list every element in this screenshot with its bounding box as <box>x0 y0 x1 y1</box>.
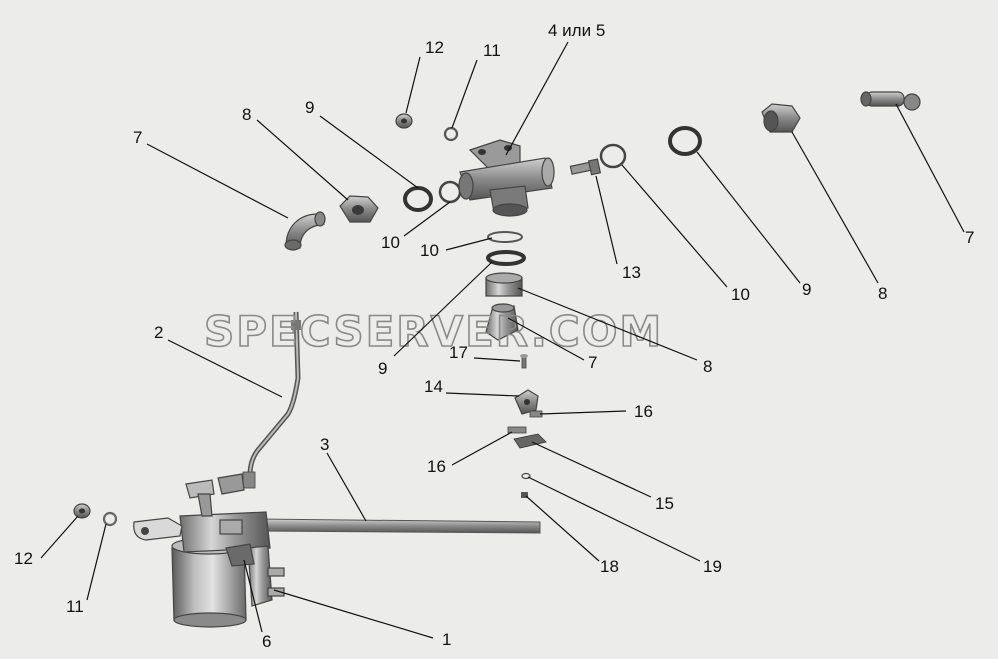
washer-11-bottom <box>102 511 118 527</box>
label-11-top: 11 <box>483 41 501 60</box>
o-ring-10-center <box>487 231 523 243</box>
elbow-fitting-7-left <box>284 211 326 251</box>
hex-nut-8-left <box>339 195 379 223</box>
nut-12-top <box>395 113 413 129</box>
label-12-bottom: 12 <box>14 549 33 568</box>
washer-11-top <box>443 126 459 142</box>
o-ring-9-left <box>403 186 433 212</box>
label-3: 3 <box>320 435 329 454</box>
valve-body-4-or-5 <box>458 139 555 217</box>
label-12-top: 12 <box>425 38 444 57</box>
watermark: SPECSERVER.COM <box>204 307 663 356</box>
o-ring-10-left <box>438 180 462 204</box>
valve-assembly-1 <box>133 473 285 628</box>
label-16-right: 16 <box>634 402 653 421</box>
label-8-center: 8 <box>703 357 712 376</box>
fitting-7-center <box>485 303 519 341</box>
label-10-left: 10 <box>381 233 400 252</box>
label-2: 2 <box>154 323 163 342</box>
label-15: 15 <box>655 494 674 513</box>
label-7-left: 7 <box>133 128 142 147</box>
rod-2 <box>242 311 301 489</box>
label-4-or-5: 4 или 5 <box>548 21 605 40</box>
label-14: 14 <box>424 377 443 396</box>
hex-nut-8-right <box>761 103 801 133</box>
label-9-left: 9 <box>305 98 314 117</box>
plate-15 <box>513 433 547 449</box>
nut-18 <box>521 492 528 498</box>
label-8-left: 8 <box>242 105 251 124</box>
label-8-right: 8 <box>878 284 887 303</box>
label-9-center: 9 <box>378 359 387 378</box>
bolt-16-lower <box>507 426 527 434</box>
elbow-fitting-7-right <box>860 91 921 111</box>
nut-8-center <box>485 272 523 297</box>
callout-labels: 12 11 4 или 5 9 8 7 10 10 13 10 9 8 7 2 … <box>14 21 974 651</box>
label-19: 19 <box>703 557 722 576</box>
nut-12-bottom <box>73 503 91 519</box>
label-11-bottom: 11 <box>66 597 84 616</box>
pin-17 <box>520 354 528 369</box>
label-13: 13 <box>622 263 641 282</box>
label-7-right: 7 <box>965 228 974 247</box>
label-16-left: 16 <box>427 457 446 476</box>
label-10-right: 10 <box>731 285 750 304</box>
o-ring-9-right <box>668 126 702 156</box>
label-9-right: 9 <box>802 280 811 299</box>
o-ring-10-right <box>599 143 627 169</box>
washer-19 <box>521 472 531 480</box>
label-1: 1 <box>442 630 451 649</box>
label-18: 18 <box>600 557 619 576</box>
bolt-13 <box>569 158 602 176</box>
o-ring-9-center <box>486 250 526 266</box>
tube-3 <box>257 518 541 534</box>
leader-lines <box>40 41 965 639</box>
lever-14 <box>514 389 539 415</box>
label-17: 17 <box>449 343 468 362</box>
label-6: 6 <box>262 632 271 651</box>
label-10-center: 10 <box>420 241 439 260</box>
label-7-center: 7 <box>588 353 597 372</box>
